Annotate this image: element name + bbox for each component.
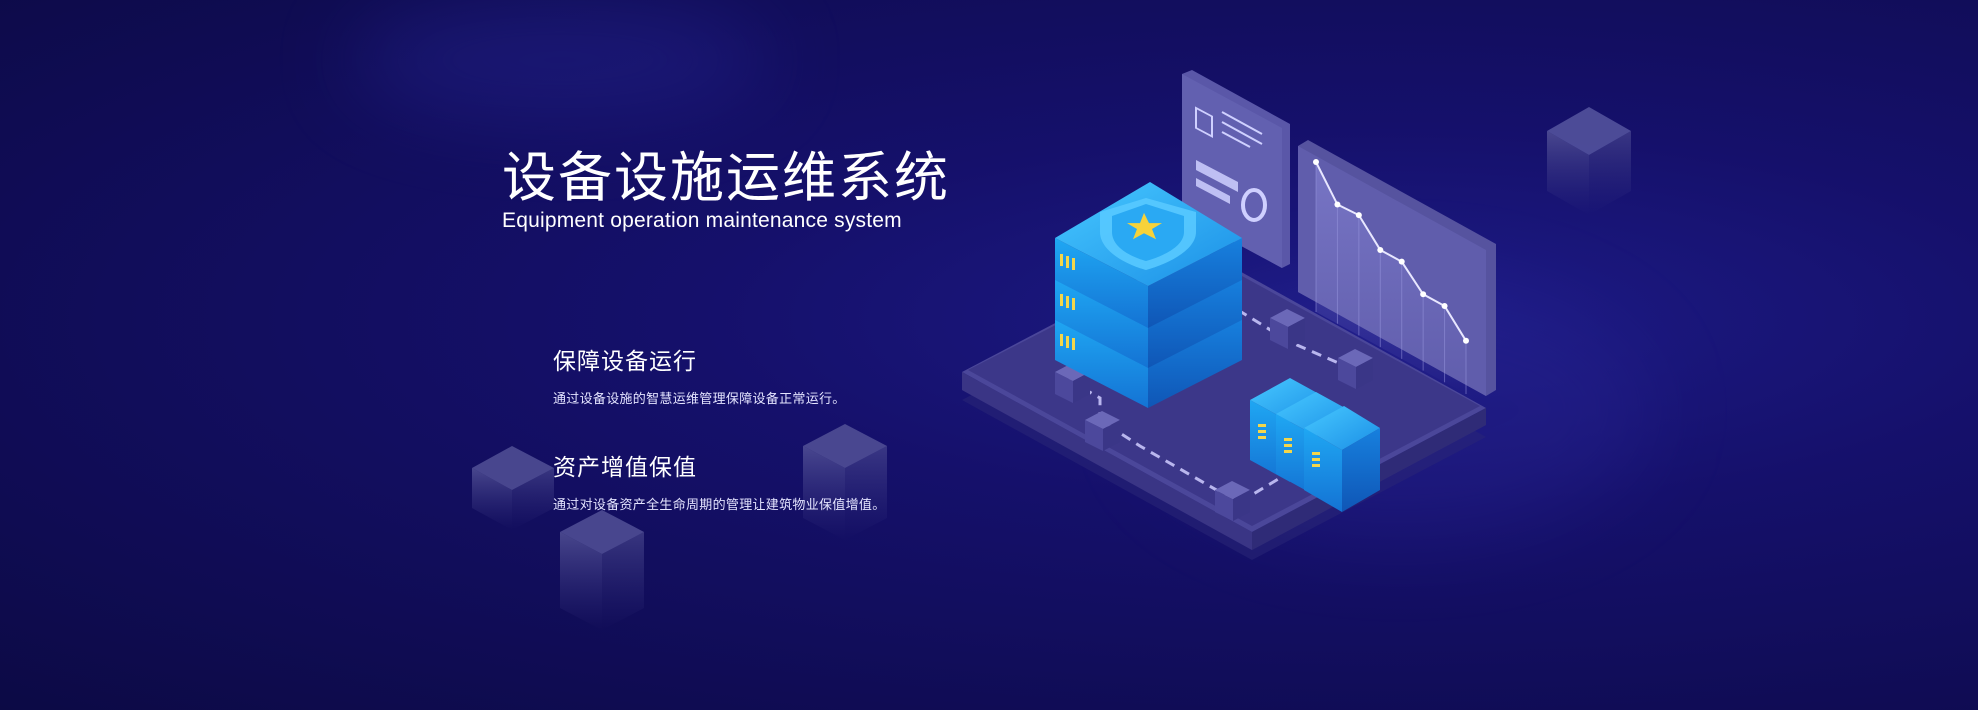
decor-cube [1547,107,1631,215]
chart-point [1463,337,1469,344]
node-box [1215,481,1250,521]
chart-area [1316,162,1466,394]
node-box [1085,411,1120,451]
hero-text: 设备设施运维系统 Equipment operation maintenance… [502,148,950,233]
page-subtitle: Equipment operation maintenance system [502,209,902,233]
chart-point [1441,302,1448,309]
chart-series-line [1315,161,1467,342]
background-glow [350,0,770,120]
decor-cube [803,424,887,540]
decor-cube [560,510,644,630]
node-box [1055,363,1090,403]
chart-point [1398,258,1405,265]
page-title: 设备设施运维系统 [502,146,950,209]
cabinet-group [1250,378,1380,512]
feature-item: 资产增值保值 通过对设备资产全生命周期的管理让建筑物业保值增值。 [553,448,886,513]
decor-cube [472,446,554,530]
chart-point [1420,291,1427,298]
chart-point [1355,212,1362,219]
server-rack [1055,182,1242,408]
feature-item: 保障设备运行 通过设备设施的智慧运维管理保障设备正常运行。 [553,342,846,407]
line-chart [1313,159,1469,394]
feature-description: 通过对设备资产全生命周期的管理让建筑物业保值增值。 [553,498,886,513]
node-box [1270,309,1305,349]
chart-point [1377,246,1384,253]
feature-description: 通过设备设施的智慧运维管理保障设备正常运行。 [553,392,846,407]
chart-point [1334,201,1341,208]
chart-point [1313,159,1319,165]
feature-title: 资产增值保值 [553,455,697,481]
node-box [1338,349,1373,389]
feature-title: 保障设备运行 [553,349,697,375]
